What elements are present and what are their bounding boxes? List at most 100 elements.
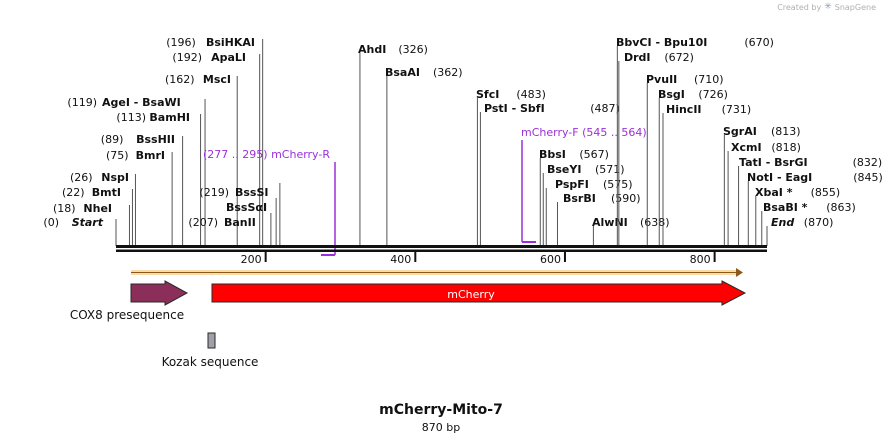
- sequence-backbone: [116, 245, 767, 252]
- site-name: PstI - SbfI: [484, 102, 545, 115]
- site-name: PvuII: [646, 73, 677, 86]
- site-name-secondary: - SbfI: [508, 102, 545, 115]
- site-position: (326): [398, 43, 428, 56]
- site-bsssi: BssSI (219): [199, 183, 281, 246]
- site-name: BseYI: [547, 163, 581, 176]
- plasmid-size: 870 bp: [421, 421, 461, 434]
- site-name: BmtI: [92, 186, 121, 199]
- site-position: (670): [744, 36, 774, 49]
- tick-label: 800: [690, 253, 711, 266]
- site-position: (219): [199, 186, 229, 199]
- kozak-box: [207, 332, 216, 349]
- site-position: (672): [664, 51, 694, 64]
- site-name: BssHII: [136, 133, 175, 146]
- site-name: SgrAI: [723, 125, 757, 138]
- site-name: BsaAI: [385, 66, 420, 79]
- site-name: HincII: [666, 103, 702, 116]
- site-position: (192): [172, 51, 202, 64]
- site-name-primary: AgeI: [102, 96, 130, 109]
- site-name: XbaI *: [755, 186, 793, 199]
- top-strand: [116, 245, 767, 248]
- site-name: NspI: [101, 171, 129, 184]
- tick-label: 200: [241, 253, 262, 266]
- plasmid-name: mCherry-Mito-7: [379, 402, 503, 418]
- site-name-secondary: - BsaWI: [130, 96, 181, 109]
- cox8-arrow: [130, 280, 189, 306]
- site-name: NheI: [83, 202, 112, 215]
- site-sfci: SfcI(483): [476, 88, 546, 246]
- site-ahdi: AhdI (326): [358, 43, 428, 246]
- site-nhei: NheI (18): [53, 202, 130, 246]
- primer-mcherry-f: mCherry-F (545 .. 564): [521, 126, 647, 243]
- feature-mcherry: mCherry: [211, 280, 747, 306]
- orf-arrowhead: [736, 268, 743, 277]
- site-pvuii: PvuII(710): [646, 73, 724, 246]
- watermark: Created by ✳ SnapGene: [777, 2, 876, 12]
- site-apali: ApaLI (192): [172, 51, 261, 246]
- site-name: PspFI: [555, 178, 589, 191]
- ruler-ticks: 200 400 600 800: [241, 252, 716, 266]
- site-position: (590): [611, 192, 641, 205]
- site-bmti: BmtI (22): [62, 186, 133, 246]
- site-name: End: [771, 216, 794, 229]
- site-bmri: BmrI(75): [106, 149, 173, 246]
- site-position: (162): [165, 73, 195, 86]
- site-position: (18): [53, 202, 76, 215]
- site-bamhi: BamHI(113): [116, 111, 202, 246]
- site-name: BsrBI: [563, 192, 596, 205]
- site-name: MscI: [203, 73, 231, 86]
- site-name: Start: [72, 216, 104, 229]
- site-name: BamHI: [149, 111, 190, 124]
- site-position: (845): [853, 171, 882, 184]
- site-bsabi: BsaBI *(863): [761, 201, 856, 246]
- site-position: (571): [595, 163, 625, 176]
- site-position: (22): [62, 186, 85, 199]
- site-sgrai: SgrAI (813): [723, 125, 801, 246]
- site-hincii: HincII (731): [662, 103, 752, 246]
- site-tati: TatI - BsrGI (832): [738, 156, 882, 246]
- site-bbvci: BbvCI - Bpu10I (670): [616, 36, 774, 246]
- site-position: (731): [722, 103, 752, 116]
- site-name: ApaLI: [211, 51, 246, 64]
- tick-label: 600: [540, 253, 561, 266]
- site-position: (26): [70, 171, 93, 184]
- site-name: BsgI: [658, 88, 685, 101]
- site-bsaai: BsaAI(362): [385, 66, 463, 246]
- site-position: (0): [43, 216, 59, 229]
- watermark-brand: SnapGene: [834, 2, 876, 12]
- site-bbsi: BbsI(567): [539, 148, 609, 246]
- site-end: End(870): [766, 216, 833, 246]
- site-name-primary: BbvCI: [616, 36, 652, 49]
- site-name-secondary: - Bpu10I: [652, 36, 708, 49]
- site-position: (832): [853, 156, 882, 169]
- site-position: (855): [811, 186, 841, 199]
- restriction-sites: Start (0) NheI (18) BmtI (22) NspI (26) BmrI(75)…: [43, 36, 882, 246]
- site-position: (207): [188, 216, 218, 229]
- site-name: BbsI: [539, 148, 566, 161]
- site-start: Start (0): [43, 216, 117, 246]
- site-psti: PstI - SbfI(487): [479, 102, 620, 246]
- site-name-secondary: - BsrGI: [762, 156, 808, 169]
- site-bsshii: BssHII (89): [101, 133, 184, 246]
- site-xcmi: XcmI(818): [727, 141, 801, 246]
- site-name: AhdI: [358, 43, 386, 56]
- site-position: (813): [771, 125, 801, 138]
- site-position: (89): [101, 133, 124, 146]
- site-name-secondary: - EagI: [773, 171, 812, 184]
- site-name-primary: TatI: [739, 156, 762, 169]
- site-name: NotI - EagI: [747, 171, 812, 184]
- site-bsihkai: BsiHKAI(196): [166, 36, 264, 246]
- site-name: BanII: [224, 216, 256, 229]
- site-alwni: AlwNI(638): [592, 216, 670, 246]
- site-name: BssSI: [235, 186, 269, 199]
- feature-label: COX8 presequence: [70, 308, 184, 322]
- site-pspfi: PspFI(575): [545, 178, 633, 246]
- tick-label: 400: [390, 253, 411, 266]
- site-drdi: DrdI(672): [618, 51, 694, 246]
- site-name-primary: PstI: [484, 102, 508, 115]
- site-position: (119): [67, 96, 97, 109]
- site-name: BmrI: [136, 149, 165, 162]
- site-position: (113): [116, 111, 146, 124]
